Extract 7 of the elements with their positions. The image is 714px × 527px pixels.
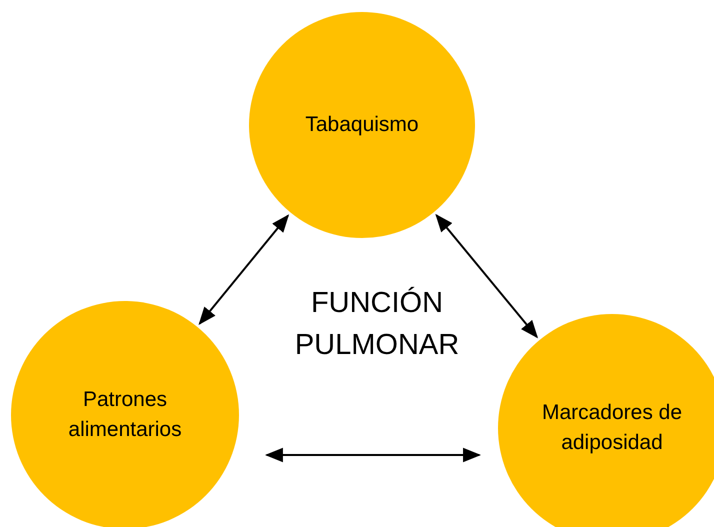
node-label: Tabaquismo [305,112,419,138]
double-arrow [264,448,482,462]
double-arrow [198,214,290,326]
double-arrow [435,214,538,338]
node-label: Marcadores de adiposidad [540,400,684,456]
node-label: Patrones alimentarios [67,386,183,443]
center-label: FUNCIÓN PULMONAR [294,286,460,364]
